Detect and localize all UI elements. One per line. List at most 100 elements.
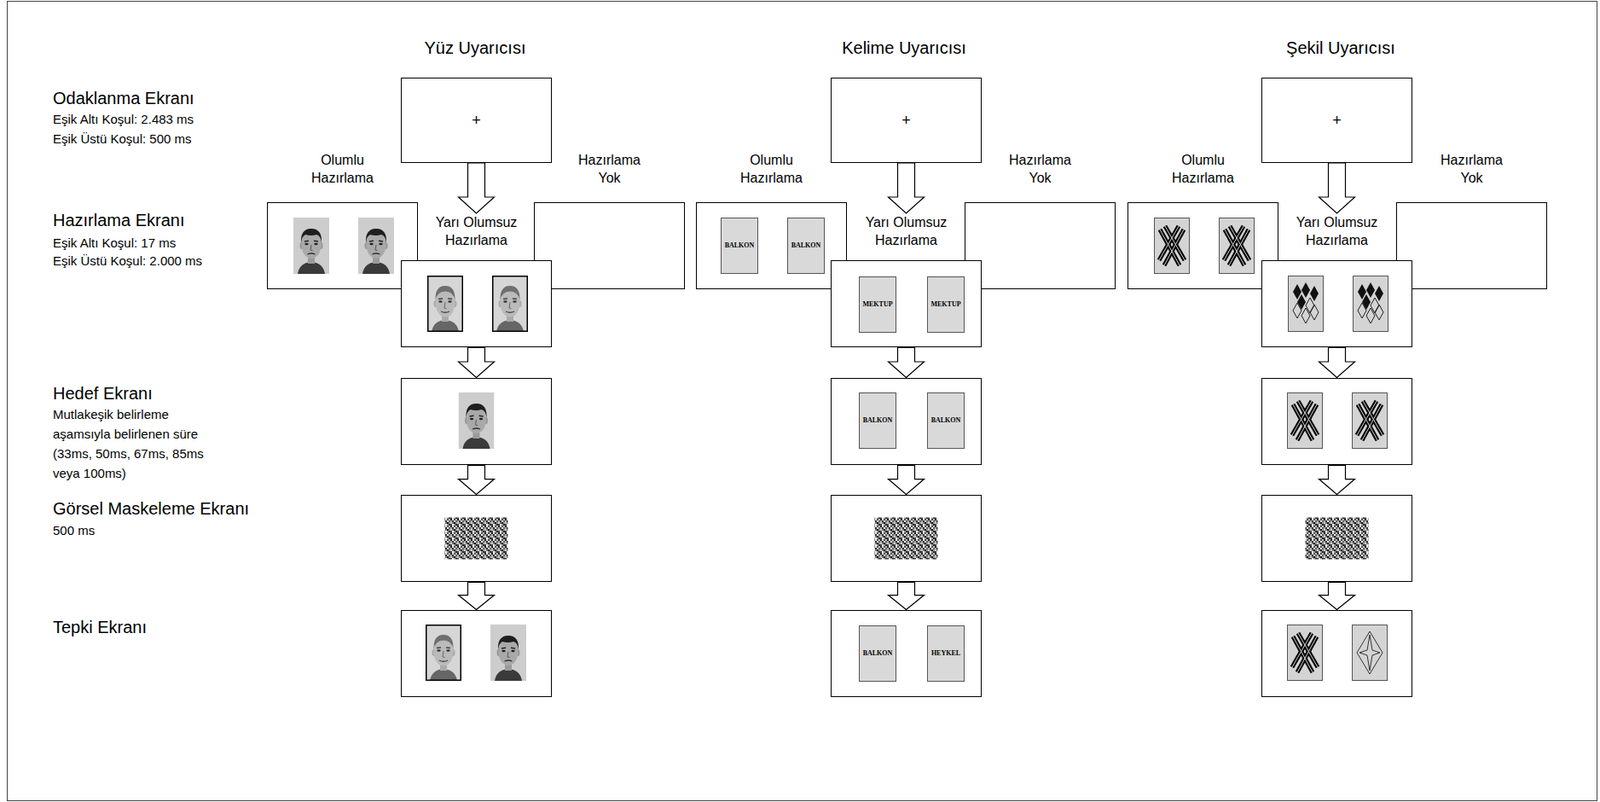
face-image — [492, 275, 528, 332]
word-card: BALKON — [927, 392, 965, 449]
face-image — [358, 217, 395, 274]
prime-illustration — [267, 202, 418, 289]
flow-arrow — [458, 347, 495, 378]
fixation-box: + — [1261, 77, 1413, 163]
condition-heading: Hazırlama Yok — [1002, 150, 1079, 187]
condition-heading: Hazırlama Yok — [1433, 150, 1511, 187]
prime-frame — [266, 202, 418, 290]
visual-mask — [445, 517, 509, 560]
word-card: BALKON — [858, 625, 897, 682]
flow-arrow — [888, 464, 925, 494]
stage-title: Hedef Ekranı — [52, 382, 153, 404]
prime-screen: Hazırlama Yok — [964, 150, 1116, 290]
prime-screen: Olumlu Hazırlama — [266, 150, 418, 290]
column-header: Yüz Uyarıcısı — [347, 37, 603, 58]
prime-illustration — [1262, 260, 1412, 347]
target-frame — [401, 378, 552, 465]
fixation-cross: + — [471, 110, 482, 130]
prime-screen: Olumlu HazırlamaBALKON BALKON — [695, 150, 847, 290]
face-image — [458, 392, 495, 449]
word-text: BALKON — [931, 416, 962, 425]
condition-heading: Olumlu Hazırlama — [1160, 150, 1247, 187]
stage-note: Mutlakeşik belirleme aşamsıyla belirlene… — [52, 404, 228, 483]
word-text: BALKON — [863, 649, 893, 658]
condition-heading: Yarı Olumsuz Hazırlama — [1286, 213, 1389, 250]
flow-arrow — [888, 581, 925, 609]
page-border — [7, 1, 1598, 801]
prime-frame — [400, 260, 552, 348]
stage-duration: Eşik Üstü Koşul: 500 ms — [52, 131, 192, 147]
face-image — [425, 624, 462, 681]
flow-arrow — [888, 347, 925, 378]
prime-screen: Olumlu Hazırlama — [1127, 150, 1279, 290]
flow-arrow — [1319, 464, 1356, 494]
shape-card — [1288, 276, 1324, 332]
condition-heading: Olumlu Hazırlama — [300, 150, 386, 187]
prime-frame — [1127, 202, 1279, 290]
fixation-cross: + — [901, 110, 911, 130]
prime-screen: Yarı Olumsuz HazırlamaMEKTUP MEKTUP — [830, 213, 982, 348]
stage-duration: Eşik Altı Koşul: 2.483 ms — [52, 111, 194, 128]
word-text: BALKON — [791, 241, 822, 250]
prime-illustration — [401, 260, 551, 347]
shape-card — [1154, 218, 1190, 274]
word-text: MEKTUP — [862, 300, 893, 309]
prime-frame: BALKON BALKON — [695, 202, 847, 290]
face-image — [293, 217, 330, 274]
fixation-box: + — [830, 77, 982, 163]
prime-screen: Yarı Olumsuz Hazırlama — [400, 213, 552, 348]
stage-duration: Eşik Üstü Koşul: 2.000 ms — [52, 253, 203, 269]
column-header: Şekil Uyarıcısı — [1212, 37, 1469, 58]
word-text: HEYKEL — [931, 649, 961, 658]
condition-heading: Yarı Olumsuz Hazırlama — [425, 213, 528, 250]
condition-heading: Yarı Olumsuz Hazırlama — [855, 213, 958, 250]
column-header: Kelime Uyarıcısı — [776, 37, 1032, 58]
prime-screen: Yarı Olumsuz Hazırlama — [1261, 213, 1413, 348]
prime-frame — [1261, 260, 1413, 348]
condition-heading: Hazırlama Yok — [571, 150, 649, 187]
shape-card — [1353, 276, 1389, 332]
prime-frame: MEKTUP MEKTUP — [830, 260, 982, 348]
flow-arrow — [888, 162, 925, 214]
word-card: BALKON — [787, 217, 825, 274]
response-frame — [831, 610, 982, 697]
response-frame — [1262, 610, 1413, 697]
stage-title: Hazırlama Ekranı — [52, 209, 186, 231]
flow-arrow — [1319, 581, 1356, 609]
flow-arrow — [458, 162, 495, 214]
condition-heading: Olumlu Hazırlama — [729, 150, 815, 187]
visual-mask — [1305, 517, 1369, 560]
response-frame — [401, 610, 552, 697]
shape-card — [1287, 393, 1323, 449]
stage-title: Görsel Maskeleme Ekranı — [52, 498, 250, 519]
flow-arrow — [1319, 347, 1356, 378]
visual-mask — [875, 517, 939, 560]
word-text: MEKTUP — [930, 300, 961, 309]
shape-card — [1219, 218, 1255, 274]
word-card: MEKTUP — [858, 276, 897, 333]
prime-screen: Hazırlama Yok — [533, 150, 685, 290]
stage-title: Odaklanma Ekranı — [52, 87, 195, 109]
prime-frame — [1396, 202, 1548, 290]
word-text: BALKON — [863, 416, 893, 425]
prime-screen: Hazırlama Yok — [1396, 150, 1548, 290]
flow-arrow — [458, 464, 495, 494]
face-image — [490, 624, 527, 681]
fixation-box: + — [400, 77, 552, 163]
flow-arrow — [458, 581, 495, 609]
shape-card — [1352, 393, 1388, 449]
fixation-cross: + — [1332, 110, 1342, 130]
prime-frame — [533, 202, 685, 290]
screen-frames — [401, 378, 1413, 697]
prime-frame — [964, 202, 1116, 290]
target-frame — [1262, 378, 1413, 465]
mask-frame — [1262, 495, 1413, 582]
target-frame — [831, 378, 982, 465]
stage-title: Tepki Ekranı — [52, 616, 147, 638]
stage-duration: Eşik Altı Koşul: 17 ms — [52, 235, 176, 251]
mask-frame — [831, 495, 982, 582]
word-card: BALKON — [720, 217, 759, 274]
mask-frame — [401, 495, 552, 582]
face-image — [427, 275, 464, 332]
